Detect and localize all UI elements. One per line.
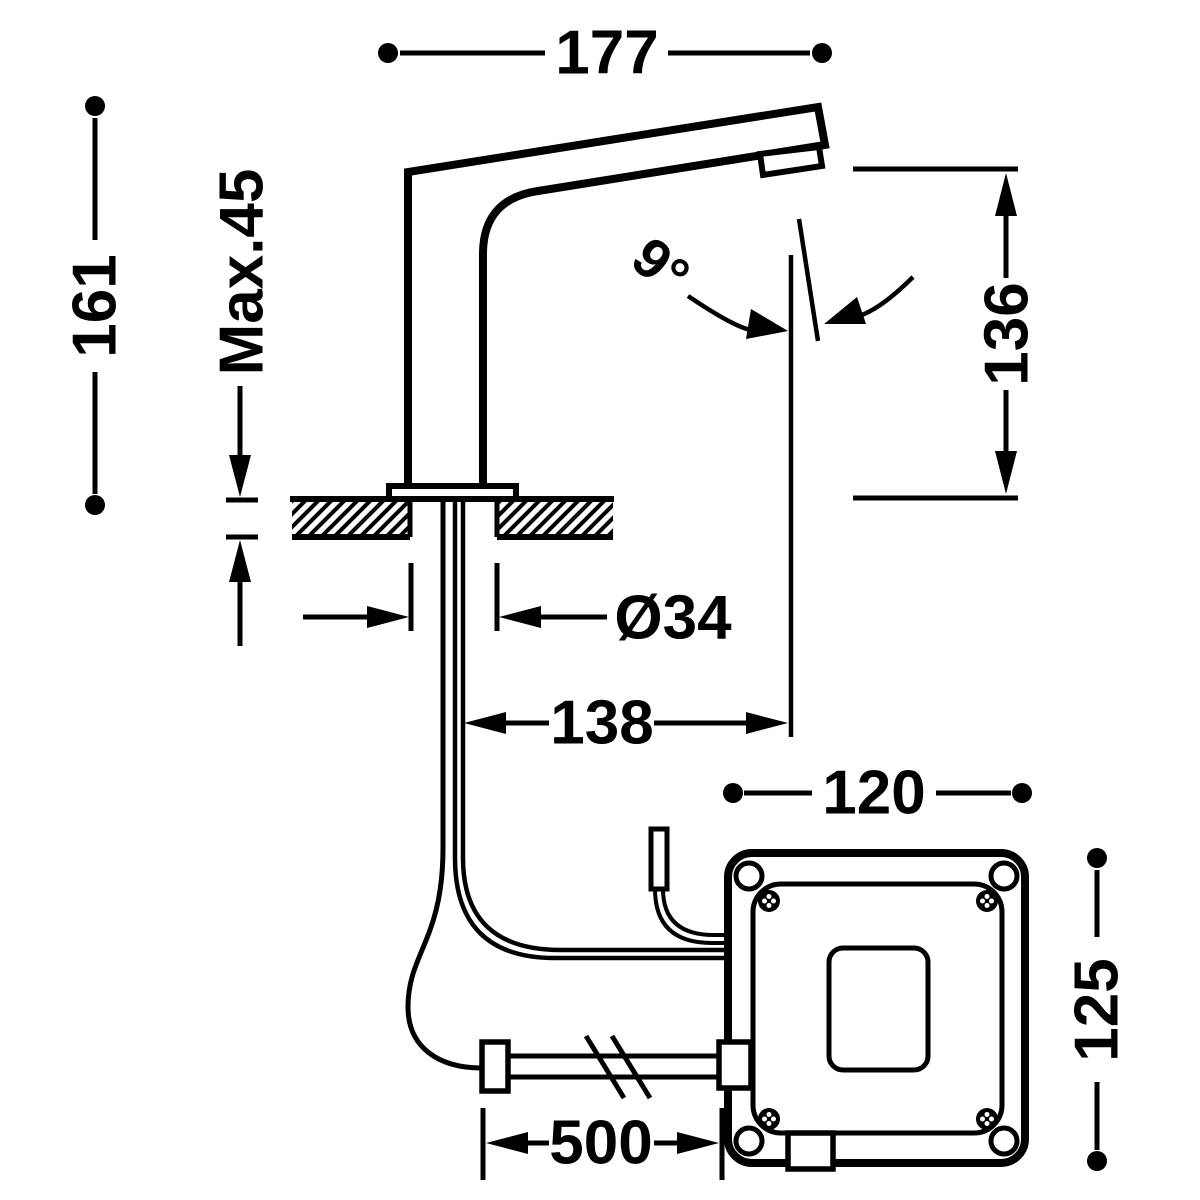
dim-125-dot-bottom	[1087, 1151, 1107, 1171]
angle-arc-left	[686, 294, 752, 333]
bottom-cable-gland	[785, 1130, 836, 1172]
dimension-outlet-height: 136	[853, 166, 1042, 501]
sensor-cable-outer-line	[452, 499, 753, 961]
dim-136-arrow-down	[995, 451, 1017, 494]
dim-120-dot-left	[723, 783, 743, 803]
flexible-hose-curve	[405, 499, 483, 1071]
angle-arc-right	[861, 275, 915, 318]
control-box-cover	[750, 881, 1005, 1136]
inlet-hose	[479, 1034, 719, 1100]
dim-500-label: 500	[549, 1109, 652, 1178]
plug-cable-outer-line	[653, 888, 753, 945]
control-box	[716, 849, 1029, 1172]
plug-cable-inner-line	[661, 888, 753, 937]
dimension-spray-offset: 138	[464, 689, 788, 758]
dim-120-dot-right	[1012, 783, 1032, 803]
dim-500-arrow-right	[677, 1132, 719, 1154]
spray-tilted-line	[796, 218, 821, 342]
dimension-box-width: 120	[723, 759, 1032, 828]
angle-arrowhead-left	[746, 309, 788, 339]
cover-screw-top-right	[976, 890, 998, 912]
dim-177-label: 177	[555, 19, 658, 88]
faucet-outline	[404, 102, 830, 491]
dim-161-dot-bottom	[85, 495, 105, 515]
dim-161-label: 161	[61, 254, 130, 357]
dim-34-arrow-right-pointing	[367, 606, 409, 628]
spout-outlet	[756, 143, 826, 179]
dim-138-arrow-left	[464, 712, 506, 734]
dim-125-dot-top	[1087, 848, 1107, 868]
dimension-spout-reach: 177	[378, 19, 832, 88]
dim-136-arrow-up	[995, 173, 1017, 216]
sensor-cable-inner-line	[460, 499, 753, 953]
dim-120-label: 120	[822, 759, 925, 828]
deck-hatch-left	[292, 501, 410, 536]
dim-177-dot-left	[378, 43, 398, 63]
hose-break-slash-1	[583, 1034, 627, 1100]
inlet-connector	[716, 1039, 754, 1091]
mount-hole-bottom-left	[733, 1125, 765, 1157]
counter-deck-section	[290, 496, 614, 540]
dimension-box-height: 125	[1063, 848, 1132, 1171]
cover-screw-bottom-right	[976, 1108, 998, 1130]
dim-max45-arrow-down	[229, 455, 251, 497]
dim-136-label: 136	[973, 282, 1042, 385]
dim-max45-label: Max.45	[208, 169, 277, 376]
dimension-hose-length: 500	[480, 1108, 725, 1180]
dim-161-dot-top	[85, 96, 105, 116]
dim-125-label: 125	[1063, 958, 1132, 1061]
dim-177-dot-right	[812, 43, 832, 63]
cover-screw-top-left	[758, 890, 780, 912]
dim-138-label: 138	[550, 689, 653, 758]
dim-500-arrow-left	[486, 1132, 528, 1154]
dim-138-arrow-right	[746, 712, 788, 734]
power-plug-connector	[648, 826, 670, 892]
deck-hatch-right	[497, 501, 613, 536]
dimension-max-deck-thickness: Max.45	[208, 169, 277, 646]
dim-max45-arrow-up	[229, 540, 251, 582]
dim-34-arrow-left-pointing	[499, 606, 541, 628]
dimension-hole-diameter: Ø34	[303, 563, 732, 653]
hose-end-fitting	[479, 1039, 511, 1094]
dim-34-label: Ø34	[614, 584, 732, 653]
hose-break-slash-2	[609, 1034, 653, 1100]
mount-hole-top-left	[733, 860, 765, 892]
faucet-base-flange	[386, 483, 519, 502]
under-deck-plumbing	[405, 499, 753, 1071]
mount-hole-top-right	[988, 860, 1020, 892]
mount-hole-bottom-right	[988, 1125, 1020, 1157]
angle-arrowhead-right	[824, 297, 866, 324]
battery-compartment	[826, 945, 931, 1073]
dimension-total-height: 161	[61, 96, 130, 515]
cover-screw-bottom-left	[758, 1108, 780, 1130]
faucet-body	[386, 102, 830, 502]
